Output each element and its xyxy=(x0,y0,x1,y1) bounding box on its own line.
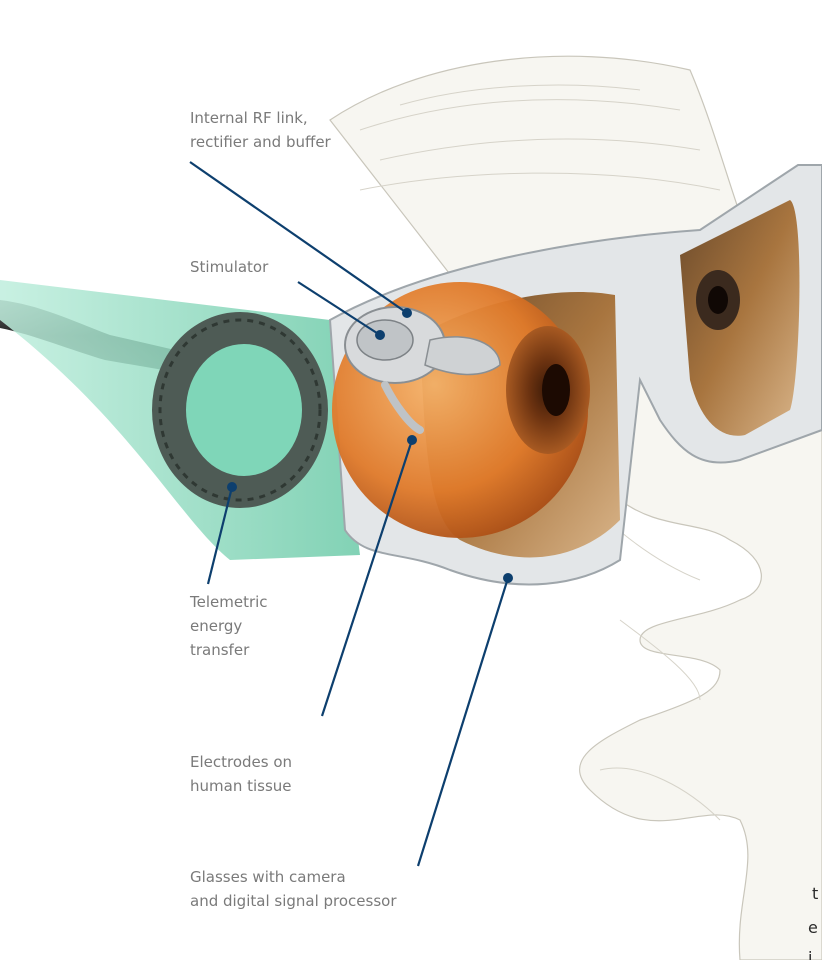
label-electrodes: Electrodes on human tissue xyxy=(190,750,292,798)
label-electrodes-line-2: human tissue xyxy=(190,774,292,798)
telemetric-coil xyxy=(152,312,328,508)
label-rf-link-line-1: Internal RF link, xyxy=(190,106,331,130)
label-glasses-line-1: Glasses with camera xyxy=(190,865,397,889)
edge-text-1: t xyxy=(812,882,818,906)
label-rf-link: Internal RF link, rectifier and buffer xyxy=(190,106,331,154)
label-telemetric-line-3: transfer xyxy=(190,638,268,662)
label-telemetric-line-2: energy xyxy=(190,614,268,638)
label-electrodes-line-1: Electrodes on xyxy=(190,750,292,774)
label-glasses-line-2: and digital signal processor xyxy=(190,889,397,913)
label-telemetric: Telemetric energy transfer xyxy=(190,590,268,662)
edge-text-2: e xyxy=(808,916,818,940)
dot-glasses xyxy=(503,573,513,583)
dot-electrodes xyxy=(407,435,417,445)
label-glasses: Glasses with camera and digital signal p… xyxy=(190,865,397,913)
leader-rf-link xyxy=(190,162,407,313)
dot-stimulator xyxy=(375,330,385,340)
label-stimulator-line-1: Stimulator xyxy=(190,255,268,279)
label-stimulator: Stimulator xyxy=(190,255,268,279)
dot-rf-link xyxy=(402,308,412,318)
label-rf-link-line-2: rectifier and buffer xyxy=(190,130,331,154)
edge-text-3: i xyxy=(808,946,812,960)
leader-glasses xyxy=(418,578,508,866)
label-telemetric-line-1: Telemetric xyxy=(190,590,268,614)
dot-telemetric xyxy=(227,482,237,492)
